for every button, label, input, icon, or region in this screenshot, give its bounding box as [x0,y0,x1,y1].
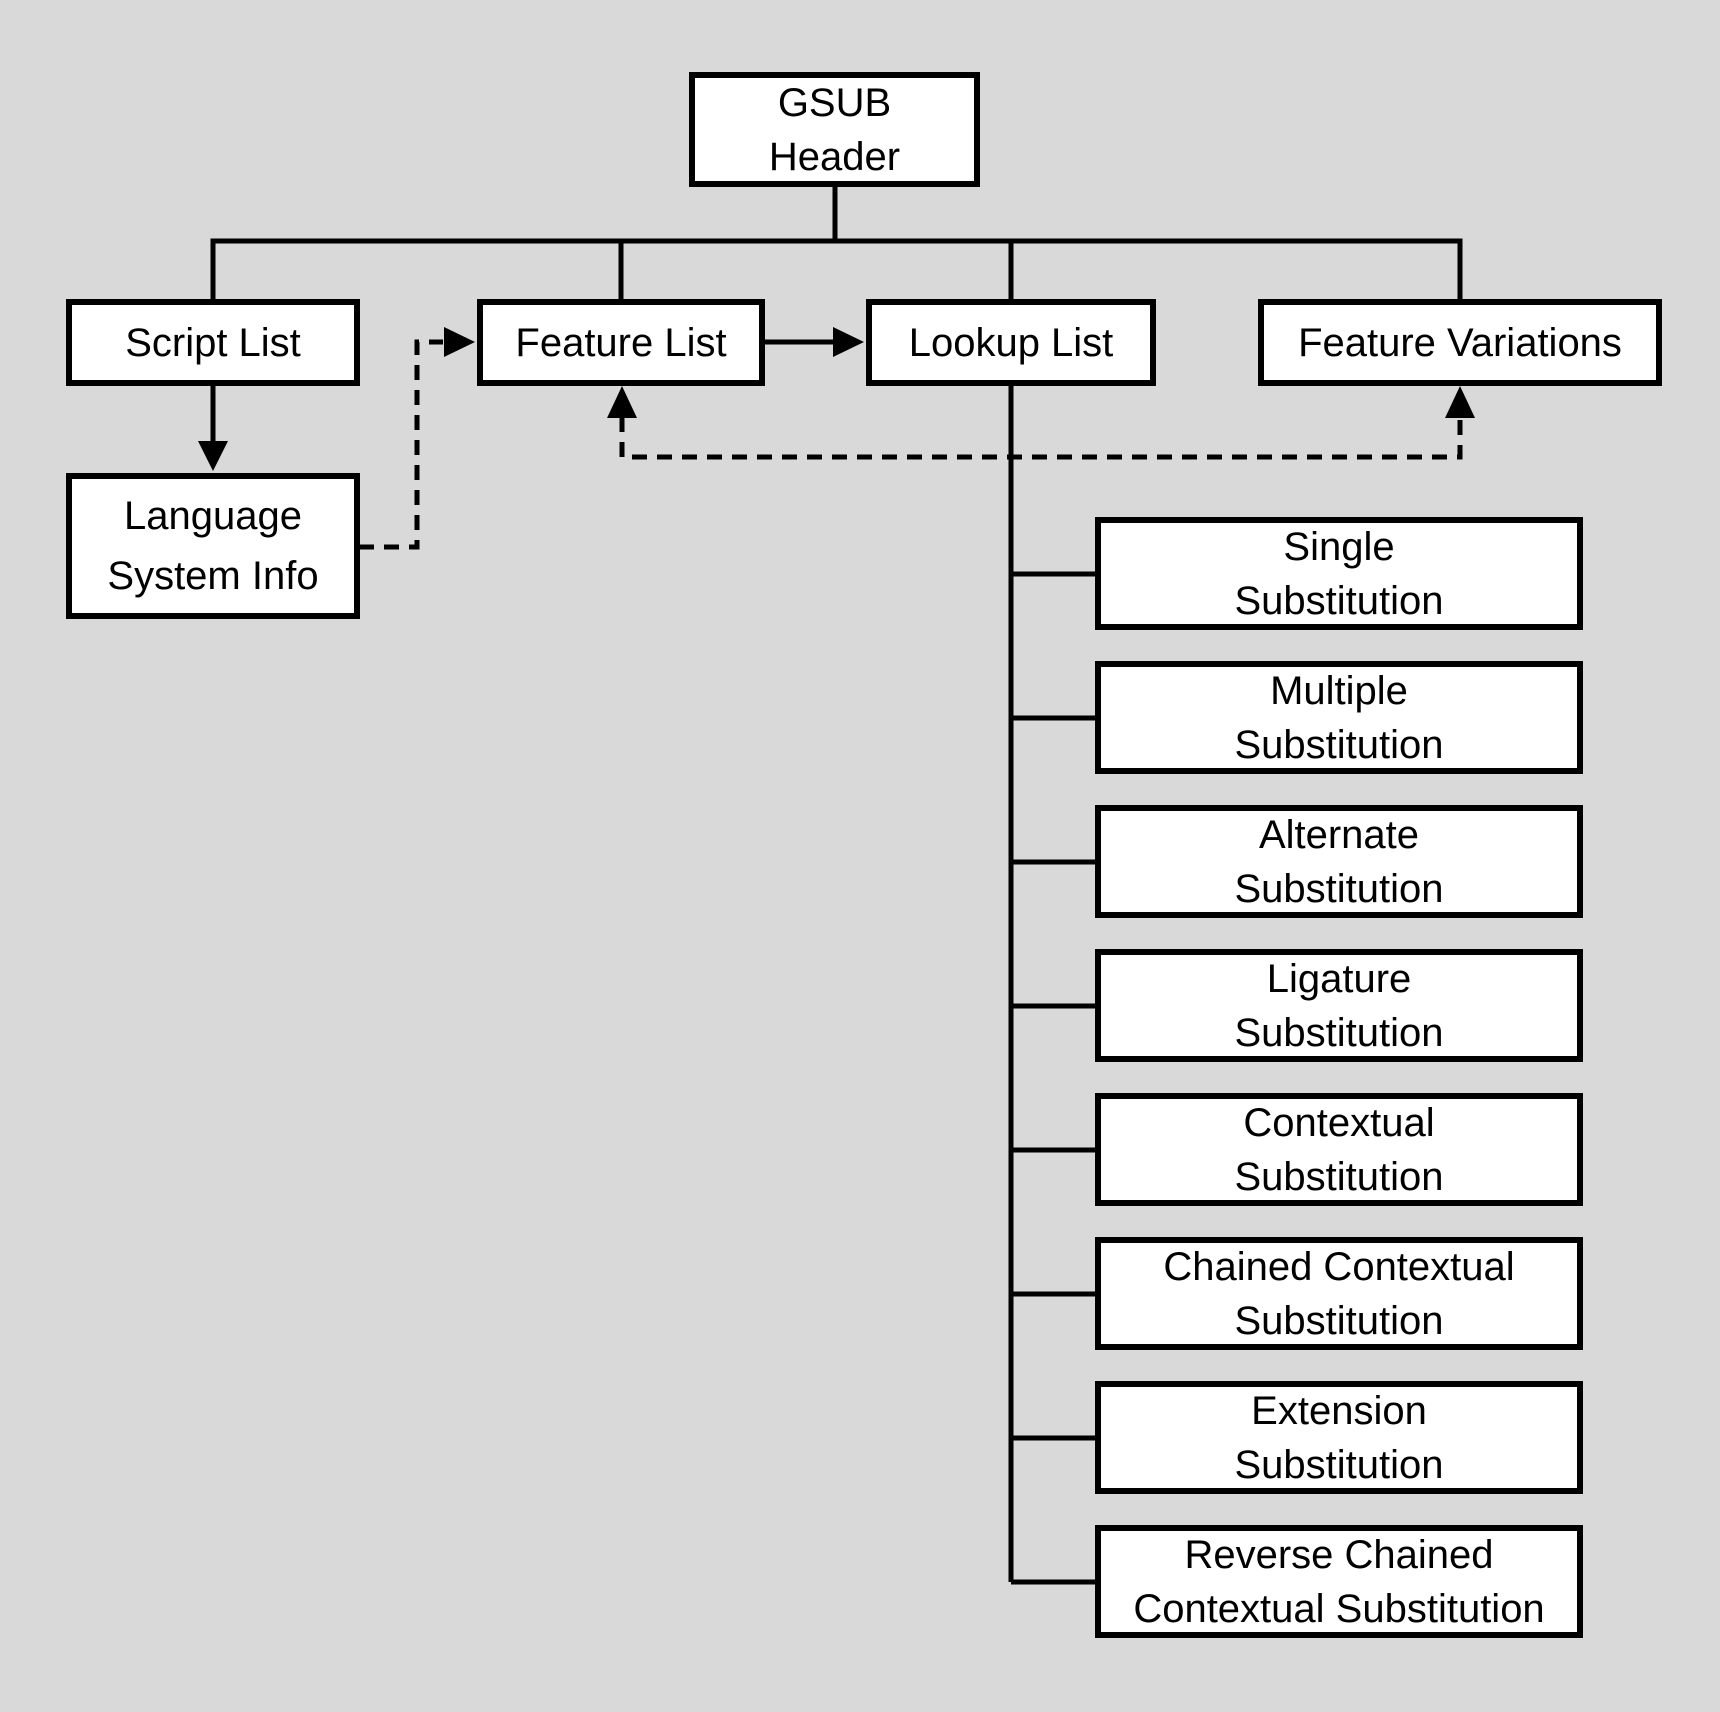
single-substitution-line2: Substitution [1234,578,1444,623]
single-substitution-line1: Single [1283,524,1395,569]
reverse-chained-line1: Reverse Chained [1184,1532,1494,1577]
box-lookup-list: Lookup List [866,299,1156,386]
gsub-header-line1: GSUB [777,80,892,125]
alternate-substitution-line1: Alternate [1258,812,1420,857]
box-chained-contextual-substitution: Chained Contextual Substitution [1095,1237,1583,1350]
ligature-substitution-line1: Ligature [1266,956,1412,1001]
multiple-substitution-line1: Multiple [1270,668,1408,713]
arrowhead-right-lookup [833,327,864,357]
extension-substitution-line1: Extension [1251,1388,1427,1433]
line-distribution-bus [210,238,1463,299]
lookup-list-label: Lookup List [908,320,1114,365]
box-multiple-substitution: Multiple Substitution [1095,661,1583,774]
alternate-substitution-line2: Substitution [1234,866,1444,911]
feature-variations-label: Feature Variations [1298,320,1622,365]
box-gsub-header: GSUB Header [689,72,980,187]
arrowhead-right-feature [444,327,475,357]
box-ligature-substitution: Ligature Substitution [1095,949,1583,1062]
multiple-substitution-line2: Substitution [1234,722,1444,767]
box-single-substitution: Single Substitution [1095,517,1583,630]
contextual-substitution-line1: Contextual [1243,1100,1435,1145]
extension-substitution-line2: Substitution [1234,1442,1444,1487]
box-extension-substitution: Extension Substitution [1095,1381,1583,1494]
box-contextual-substitution: Contextual Substitution [1095,1093,1583,1206]
language-system-line1: Language [124,494,302,538]
box-alternate-substitution: Alternate Substitution [1095,805,1583,918]
box-reverse-chained-contextual-substitution: Reverse Chained Contextual Substitution [1095,1525,1583,1638]
arrowhead-down-langsys [198,441,228,471]
box-script-list: Script List [66,299,360,386]
contextual-substitution-line2: Substitution [1234,1154,1444,1199]
box-feature-variations: Feature Variations [1258,299,1662,386]
box-feature-list: Feature List [477,299,765,386]
arrowhead-up-feature [607,386,637,418]
ligature-substitution-line2: Substitution [1234,1010,1444,1055]
chained-contextual-line1: Chained Contextual [1163,1244,1515,1289]
dashed-langsys-to-feature [359,339,443,550]
reverse-chained-line2: Contextual Substitution [1133,1586,1545,1631]
feature-list-label: Feature List [515,320,727,365]
box-language-system-info: Language System Info [66,473,360,619]
arrowhead-up-featvar [1445,386,1475,418]
language-system-line2: System Info [107,554,319,598]
chained-contextual-line2: Substitution [1234,1298,1444,1343]
script-list-label: Script List [125,320,301,365]
dashed-reference-loop [619,417,1463,460]
gsub-header-line2: Header [768,134,901,179]
